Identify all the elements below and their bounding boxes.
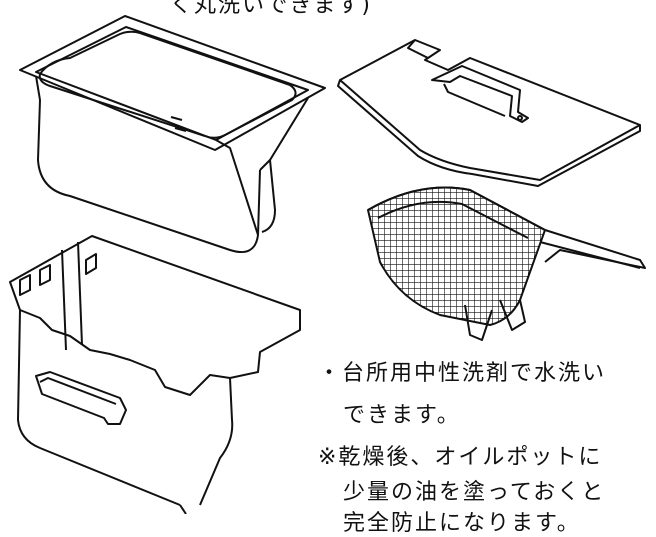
- outer-case-icon: [9, 235, 301, 514]
- instruction-note-line-1: ※乾燥後、オイルポットに: [318, 445, 603, 470]
- instruction-note-line-3: 完全防止になります。: [343, 511, 581, 536]
- instruction-bullet-line-1: ・台所用中性洗剤で水洗い: [318, 361, 607, 386]
- parts-illustration: [9, 15, 646, 514]
- lid-icon: [337, 39, 641, 187]
- fry-basket-icon: [367, 186, 646, 341]
- inner-pot-icon: [19, 15, 326, 254]
- page-caption: く丸洗いできます): [170, 0, 372, 18]
- instruction-note-line-2: 少量の油を塗っておくと: [343, 480, 606, 505]
- instruction-bullet-line-2: できます。: [343, 403, 461, 428]
